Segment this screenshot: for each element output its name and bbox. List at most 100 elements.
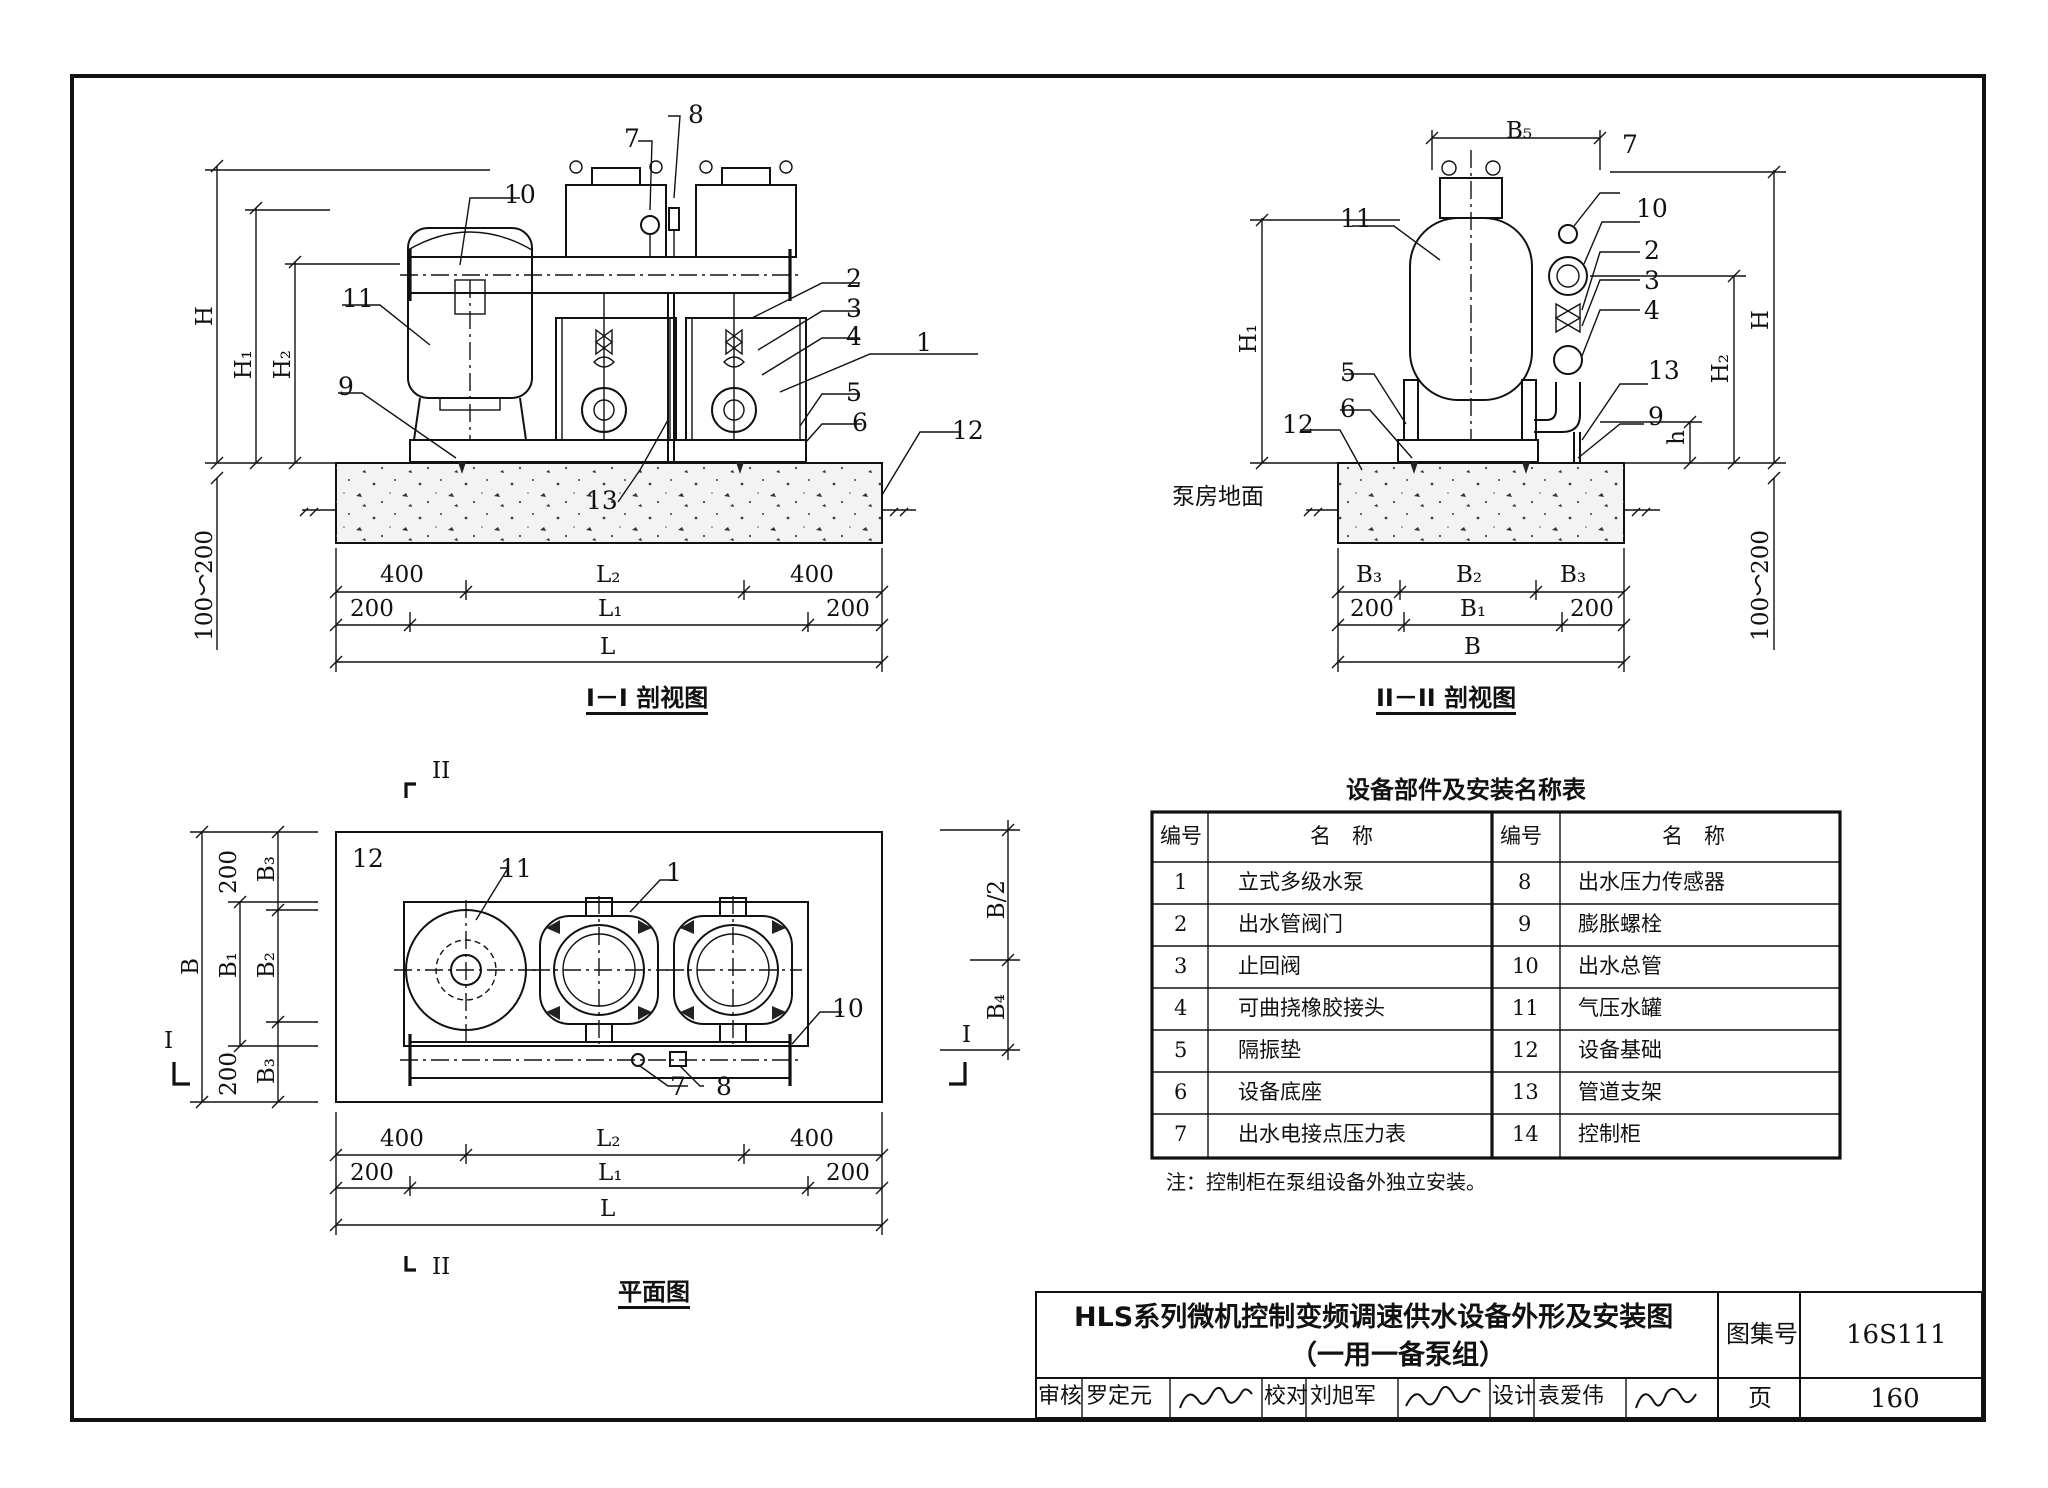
plan-dim-200-left: 200	[350, 1160, 394, 1186]
plan-mark-bottom: II	[432, 1254, 451, 1280]
s2-callout-3: 3	[1644, 266, 1660, 295]
s2-callout-4: 4	[1644, 296, 1660, 325]
s1-dim-400-left: 400	[380, 562, 424, 588]
plan-dim-400-right: 400	[790, 1126, 834, 1152]
plan-callout-7: 7	[670, 1072, 686, 1101]
table-row-2-num-left: 2	[1174, 912, 1188, 936]
plan-foundation	[335, 831, 883, 1103]
s2-header-pipe	[1548, 256, 1588, 296]
plan-dim-200-right: 200	[826, 1160, 870, 1186]
plan-dim-L2: L₂	[596, 1126, 621, 1152]
table-header-name-1: 名 称	[1310, 824, 1373, 848]
plan-callout-1: 1	[666, 858, 682, 887]
atlas-number-label: 图集号	[1726, 1320, 1798, 1348]
plan-dim-L1: L₁	[598, 1160, 623, 1186]
plan-dim-400-left: 400	[380, 1126, 424, 1152]
plan-callout-11: 11	[500, 854, 532, 883]
table-row-7-part-left: 出水电接点压力表	[1238, 1122, 1406, 1146]
table-row-6-num-left: 6	[1174, 1080, 1188, 1104]
table-header-num-1: 编号	[1160, 824, 1202, 848]
plan-mark-top: II	[432, 758, 451, 784]
plan-dim-200-bottom: 200	[216, 1052, 242, 1096]
s1-callout-8: 8	[688, 100, 704, 129]
table-row-6-part-right: 管道支架	[1578, 1080, 1662, 1104]
s1-callout-13: 13	[586, 486, 618, 515]
s2-dim-H2: H₂	[1708, 354, 1734, 384]
s1-dim-H2: H₂	[270, 350, 296, 380]
title-block	[1035, 1291, 1983, 1419]
plan-dim-B-half: B/2	[984, 880, 1010, 920]
s1-callout-11: 11	[342, 284, 374, 313]
s1-dim-H: H	[192, 306, 218, 327]
s2-dim-200-left: 200	[1350, 596, 1394, 622]
table-row-7-num-left: 7	[1174, 1122, 1188, 1146]
plan-callout-10: 10	[832, 994, 864, 1023]
checker-name: 刘旭军	[1310, 1384, 1377, 1409]
s1-dim-200-right: 200	[826, 596, 870, 622]
plan-callout-12: 12	[352, 844, 384, 873]
s1-callout-4: 4	[846, 322, 862, 351]
s2-dim-B3-right: B₃	[1560, 562, 1587, 588]
table-row-5-num-right: 12	[1512, 1038, 1539, 1062]
s1-pump-2	[685, 160, 807, 441]
designer-name: 袁爱伟	[1538, 1384, 1605, 1409]
s1-callout-3: 3	[846, 294, 862, 323]
section-2-view	[1250, 130, 1786, 672]
reviewer-signature	[1179, 1387, 1253, 1409]
s1-callout-10: 10	[504, 180, 536, 209]
s2-dim-B5: B₅	[1506, 118, 1533, 144]
table-header-name-2: 名 称	[1662, 824, 1725, 848]
designer-signature	[1635, 1387, 1697, 1409]
s2-dim-H1: H₁	[1236, 324, 1262, 354]
s2-dim-B1: B₁	[1460, 596, 1487, 622]
page-number: 160	[1870, 1384, 1920, 1414]
s1-dim-L2: L₂	[596, 562, 621, 588]
s1-dim-400-right: 400	[790, 562, 834, 588]
s2-callout-5: 5	[1340, 358, 1356, 387]
table-row-1-part-right: 出水压力传感器	[1578, 870, 1725, 894]
table-row-1-part-left: 立式多级水泵	[1238, 870, 1364, 894]
drawing-title-line-2: （一用一备泵组）	[1290, 1340, 1506, 1371]
table-row-3-part-left: 止回阀	[1238, 954, 1301, 978]
s1-callout-7: 7	[624, 124, 640, 153]
table-row-7-part-right: 控制柜	[1578, 1122, 1641, 1146]
atlas-number: 16S111	[1846, 1320, 1947, 1350]
s2-callout-13: 13	[1648, 356, 1680, 385]
table-row-4-num-left: 4	[1174, 996, 1188, 1020]
s2-dim-200-right: 200	[1570, 596, 1614, 622]
plan-title: 平面图	[618, 1280, 690, 1309]
table-row-5-part-right: 设备基础	[1578, 1038, 1662, 1062]
s2-callout-2: 2	[1644, 236, 1660, 265]
s2-dim-range: 100～200	[1748, 530, 1774, 641]
table-row-7-num-right: 14	[1512, 1122, 1539, 1146]
s1-callout-6: 6	[852, 408, 868, 437]
s2-title: II－II 剖视图	[1376, 686, 1517, 715]
table-row-3-num-left: 3	[1174, 954, 1188, 978]
drawing-title-line-1: HLS系列微机控制变频调速供水设备外形及安装图	[1074, 1302, 1674, 1333]
sheet-frame	[70, 74, 1986, 1422]
table-row-2-part-left: 出水管阀门	[1238, 912, 1343, 936]
table-row-1-num-right: 8	[1518, 870, 1532, 894]
plan-mark-left: I	[164, 1028, 174, 1054]
s2-callout-7: 7	[1622, 130, 1638, 159]
table-header-num-2: 编号	[1500, 824, 1542, 848]
s2-callout-11: 11	[1340, 204, 1372, 233]
s1-title: I－I 剖视图	[586, 686, 709, 715]
s2-floor-label: 泵房地面	[1172, 484, 1264, 510]
s2-callout-10: 10	[1636, 194, 1668, 223]
plan-dim-B3-bottom: B₃	[254, 1058, 280, 1085]
plan-dim-B2: B₂	[254, 952, 280, 979]
page-label: 页	[1748, 1384, 1772, 1412]
plan-dim-B4: B₄	[984, 994, 1010, 1021]
reviewer-name: 罗定元	[1086, 1384, 1153, 1409]
design-label: 设计	[1492, 1384, 1537, 1409]
s2-callout-6: 6	[1340, 394, 1356, 423]
table-row-6-num-right: 13	[1512, 1080, 1539, 1104]
table-row-6-part-left: 设备底座	[1238, 1080, 1322, 1104]
table-row-2-num-right: 9	[1518, 912, 1532, 936]
plan-pump-2	[666, 896, 802, 1044]
s2-callout-12: 12	[1282, 410, 1314, 439]
s1-callout-1: 1	[916, 328, 932, 357]
s1-dim-L1: L₁	[598, 596, 623, 622]
review-label: 审核	[1038, 1384, 1083, 1409]
